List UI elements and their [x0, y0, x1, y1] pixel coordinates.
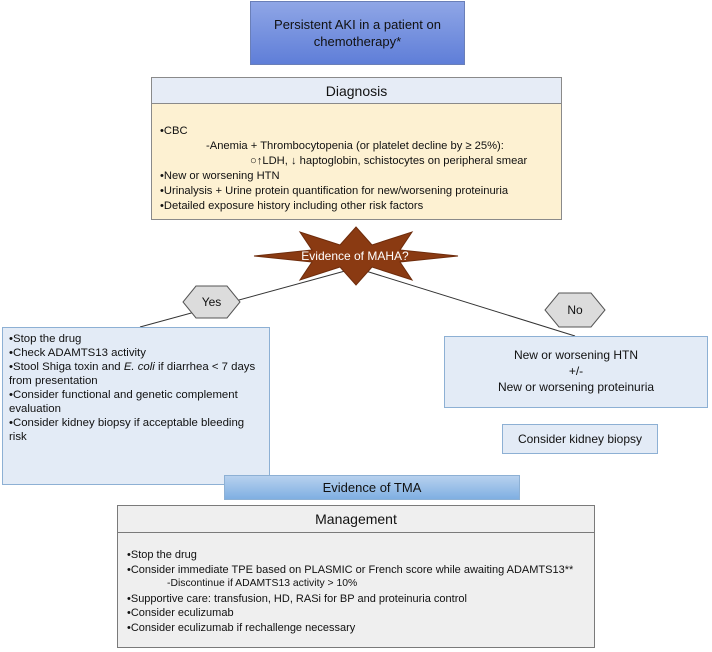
tma-text: Evidence of TMA: [322, 480, 422, 495]
management-item-tpe: •Consider immediate TPE based on PLASMIC…: [127, 563, 574, 576]
yes-item-adamts: •Check ADAMTS13 activity: [9, 347, 146, 359]
no-line-htn: New or worsening HTN: [513, 348, 639, 362]
kidney-biopsy-box: Consider kidney biopsy: [502, 424, 658, 454]
diagnosis-panel: Diagnosis •CBC -Anemia + Thrombocytopeni…: [151, 77, 562, 220]
yes-item-stool-ecoli: E. coli: [123, 361, 155, 373]
yes-connector-line: [139, 267, 357, 328]
yes-actions-box: •Stop the drug •Check ADAMTS13 activity …: [2, 327, 270, 485]
start-box-text: Persistent AKI in a patient on chemother…: [274, 17, 441, 49]
diagnosis-item-htn: •New or worsening HTN: [160, 170, 280, 182]
diagnosis-list: •CBC -Anemia + Thrombocytopenia (or plat…: [160, 124, 555, 214]
diagnosis-item-ldh: ○↑LDH, ↓ haptoglobin, schistocytes on pe…: [250, 155, 528, 167]
no-connector-line: [355, 267, 576, 337]
yes-item-stool-a: •Stool Shiga toxin and: [9, 361, 124, 373]
management-item-supportive: •Supportive care: transfusion, HD, RASi …: [127, 592, 467, 605]
no-label: No: [567, 303, 583, 317]
management-list: •Stop the drug •Consider immediate TPE b…: [127, 548, 590, 636]
diagnosis-item-cbc: •CBC: [160, 125, 188, 137]
yes-item-complement: •Consider functional and genetic complem…: [9, 389, 238, 415]
management-item-eculizumab: •Consider eculizumab: [127, 607, 234, 620]
yes-hexagon: [182, 285, 241, 319]
no-line-plusminus: +/-: [568, 364, 584, 378]
diagnosis-item-exposure: •Detailed exposure history including oth…: [160, 200, 424, 212]
yes-item-stool: •Stool Shiga toxin and E. coli if diarrh…: [9, 360, 263, 388]
yes-label: Yes: [201, 295, 222, 309]
management-header: Management: [118, 506, 594, 533]
management-item-discontinue: -Discontinue if ADAMTS13 activity > 10%: [167, 578, 358, 590]
yes-item-stool-c: if diarrhea < 7 days from presentation: [9, 361, 256, 387]
no-line-proteinuria: New or worsening proteinuria: [497, 380, 655, 394]
diagnosis-item-anemia: -Anemia + Thrombocytopenia (or platelet …: [206, 140, 504, 152]
management-panel: Management •Stop the drug •Consider imme…: [117, 505, 595, 648]
management-item-stop: •Stop the drug: [127, 549, 197, 561]
maha-question: Evidence of MAHA?: [301, 249, 409, 263]
diagnosis-header: Diagnosis: [152, 78, 561, 104]
tma-box: Evidence of TMA: [224, 475, 520, 500]
management-item-rechallenge: •Consider eculizumab if rechallenge nece…: [127, 621, 356, 634]
diagnosis-item-urinalysis: •Urinalysis + Urine protein quantificati…: [160, 185, 509, 197]
start-box: Persistent AKI in a patient on chemother…: [250, 1, 465, 65]
maha-burst-shape: [253, 226, 459, 286]
kidney-biopsy-text: Consider kidney biopsy: [517, 432, 643, 446]
no-findings-box: New or worsening HTN +/- New or worsenin…: [444, 336, 708, 408]
yes-item-biopsy: •Consider kidney biopsy if acceptable bl…: [9, 417, 245, 443]
no-hexagon: [544, 292, 606, 328]
yes-item-stop: •Stop the drug: [9, 333, 82, 345]
